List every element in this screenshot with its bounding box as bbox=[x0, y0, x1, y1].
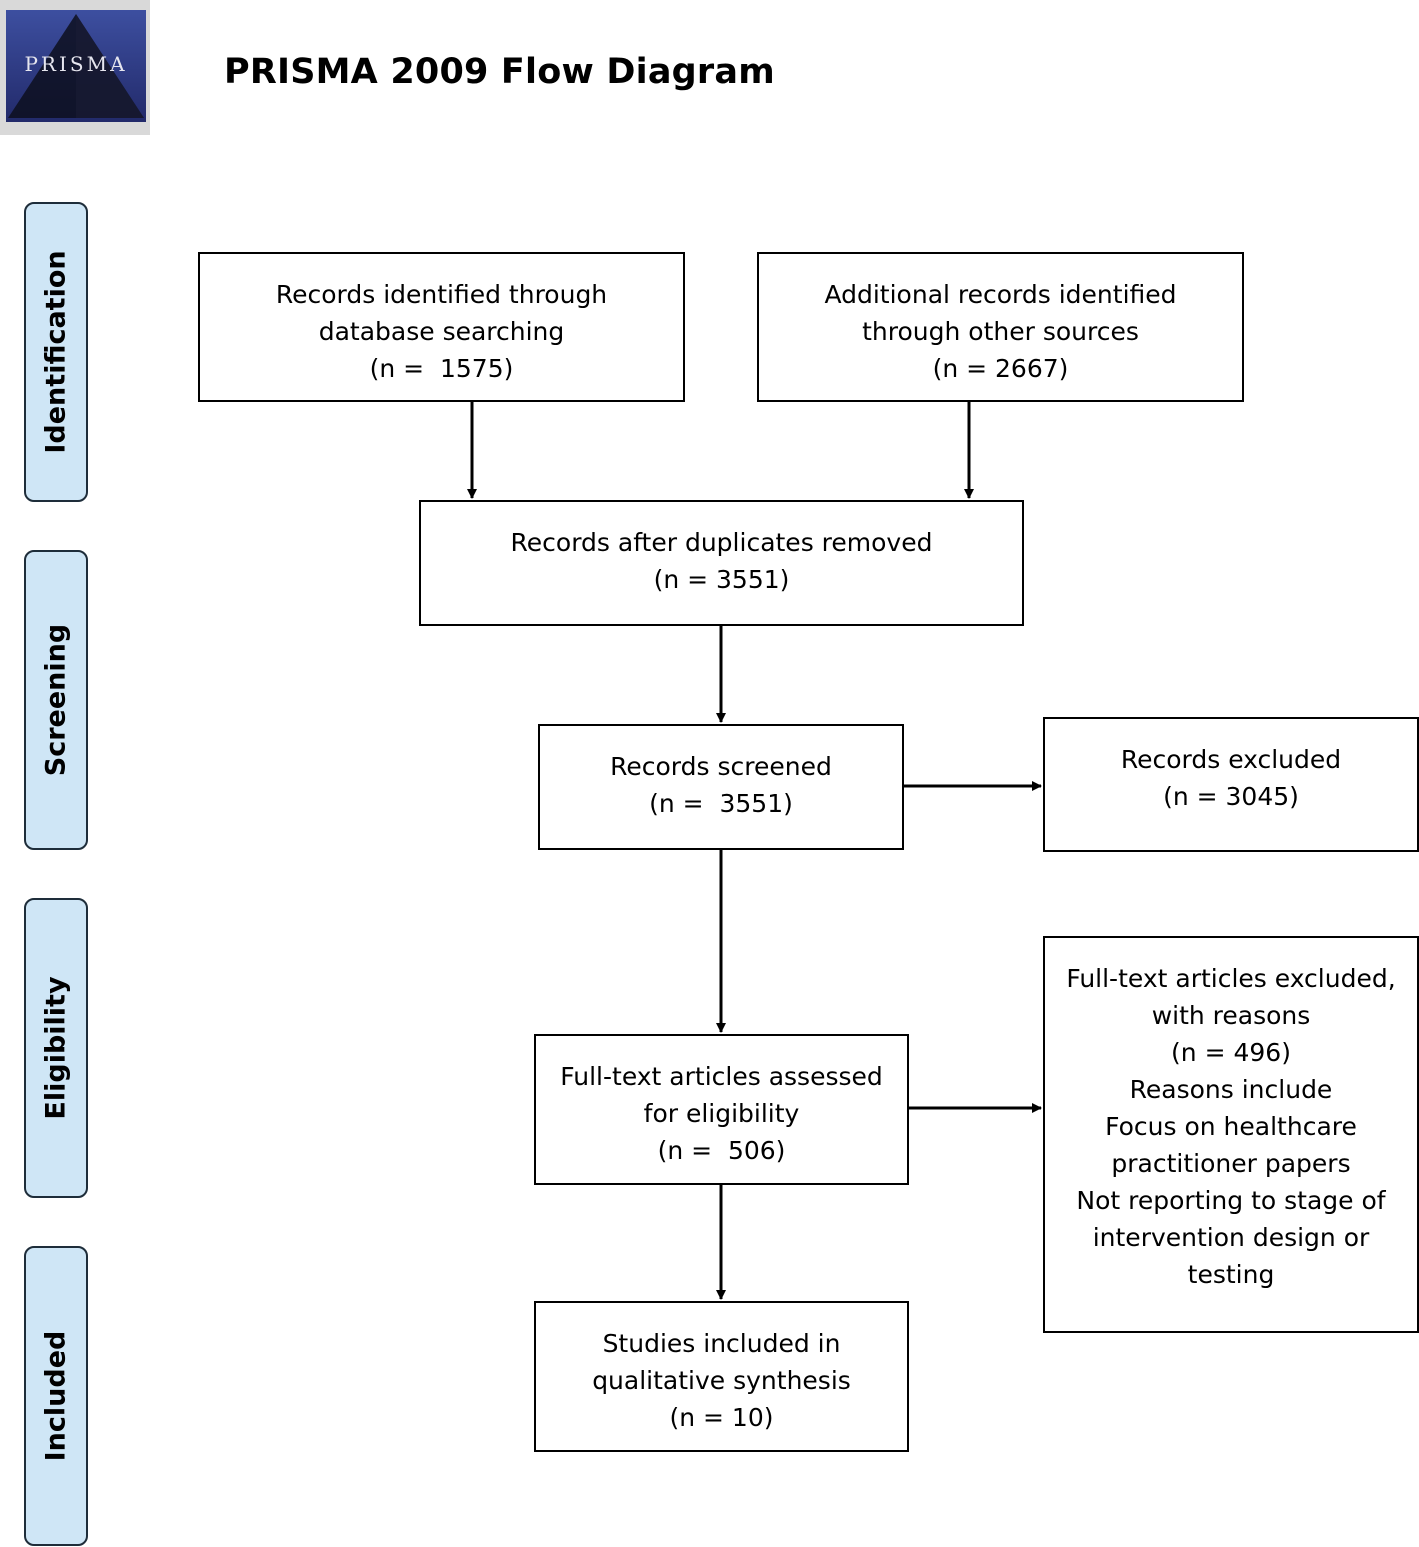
box-line: for eligibility bbox=[643, 1099, 800, 1128]
logo-triangle-icon bbox=[8, 14, 144, 118]
box-line: (n = 496) bbox=[1171, 1038, 1291, 1067]
phase-identification: Identification bbox=[24, 202, 88, 502]
box-line: Records after duplicates removed bbox=[510, 528, 933, 557]
box-line: (n = 506) bbox=[657, 1136, 786, 1165]
box-duplicates-removed: Records after duplicates removed (n = 35… bbox=[419, 500, 1024, 626]
phase-eligibility: Eligibility bbox=[24, 898, 88, 1198]
box-line: qualitative synthesis bbox=[592, 1366, 851, 1395]
box-line: (n = 2667) bbox=[932, 354, 1069, 383]
box-fulltext-assessed: Full-text articles assessed for eligibil… bbox=[534, 1034, 909, 1185]
box-line: (n = 1575) bbox=[369, 354, 514, 383]
phase-screening: Screening bbox=[24, 550, 88, 850]
box-records-screened: Records screened (n = 3551) bbox=[538, 724, 904, 850]
box-line: Full-text articles assessed bbox=[560, 1062, 883, 1091]
box-line: Reasons include bbox=[1129, 1075, 1333, 1104]
box-line: Records excluded bbox=[1120, 745, 1342, 774]
box-line: with reasons bbox=[1151, 1001, 1311, 1030]
box-line: Records screened bbox=[610, 752, 832, 781]
logo-text: PRISMA bbox=[24, 52, 128, 76]
box-line: (n = 10) bbox=[669, 1403, 774, 1432]
box-line: (n = 3045) bbox=[1163, 782, 1299, 811]
box-line: database searching bbox=[318, 317, 565, 346]
box-line: testing bbox=[1187, 1260, 1275, 1289]
box-line: Additional records identified bbox=[824, 280, 1177, 309]
page-title: PRISMA 2009 Flow Diagram bbox=[224, 52, 775, 92]
box-line: intervention design or bbox=[1092, 1223, 1370, 1252]
box-line: Not reporting to stage of bbox=[1076, 1186, 1386, 1215]
box-line: through other sources bbox=[862, 317, 1139, 346]
box-line: Full-text articles excluded, bbox=[1066, 964, 1396, 993]
box-records-excluded: Records excluded (n = 3045) bbox=[1043, 717, 1419, 852]
box-fulltext-excluded: Full-text articles excluded, with reason… bbox=[1043, 936, 1419, 1333]
box-database-search: Records identified through database sear… bbox=[198, 252, 685, 402]
box-line: (n = 3551) bbox=[653, 565, 790, 594]
box-line: Studies included in bbox=[602, 1329, 841, 1358]
prisma-logo: PRISMA bbox=[0, 0, 150, 135]
box-included-studies: Studies included in qualitative synthesi… bbox=[534, 1301, 909, 1452]
box-line: (n = 3551) bbox=[649, 789, 793, 818]
box-other-sources: Additional records identified through ot… bbox=[757, 252, 1244, 402]
box-line: Focus on healthcare bbox=[1105, 1112, 1357, 1141]
phase-included: Included bbox=[24, 1246, 88, 1546]
box-line: Records identified through bbox=[275, 280, 608, 309]
box-line: practitioner papers bbox=[1111, 1149, 1351, 1178]
